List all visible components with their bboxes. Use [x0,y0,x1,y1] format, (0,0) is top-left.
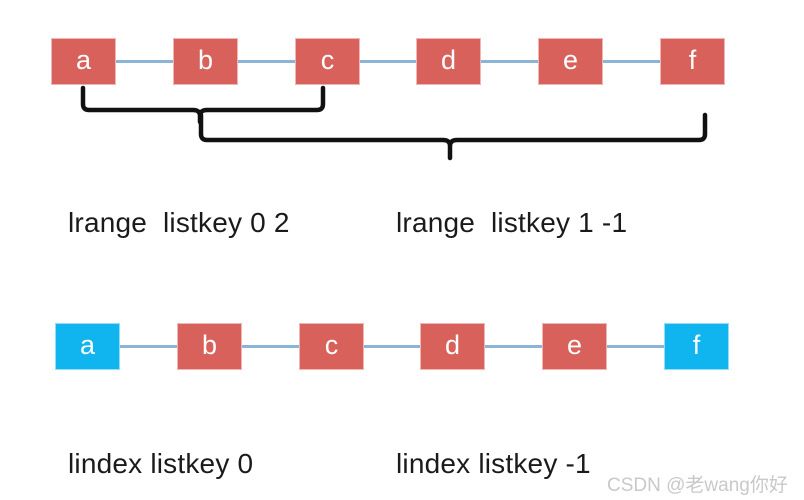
caption-lindex-left: lindex listkey 0 [68,448,254,479]
connector-bottom-4 [484,345,542,348]
node-label: b [197,45,214,75]
node-label: e [566,330,583,360]
caption-lrange-right: lrange listkey 1 -1 [396,207,628,238]
connector-top-4 [481,60,538,63]
csdn-watermark: CSDN @老wang你好 [607,475,788,496]
node-label: a [79,330,96,360]
lrange-1-neg1-brace [198,112,708,161]
list-bottom-node-e[interactable]: e [542,323,607,370]
connector-top-3 [360,60,416,63]
node-label: f [688,45,697,75]
node-label: d [444,330,461,360]
connector-top-1 [116,60,174,63]
list-top-node-b[interactable]: b [173,38,238,85]
node-label: a [75,45,92,75]
node-label: d [440,45,457,75]
list-top-node-e[interactable]: e [538,38,603,85]
node-label: e [562,45,579,75]
list-top-node-d[interactable]: d [416,38,481,85]
node-label: c [320,45,335,75]
lrange-0-2-brace [80,85,326,125]
node-label: f [692,330,701,360]
node-label: c [324,330,339,360]
list-top-node-c[interactable]: c [295,38,360,85]
connector-top-2 [238,60,296,63]
list-bottom-node-c[interactable]: c [299,323,364,370]
connector-top-5 [603,60,661,63]
node-label: b [201,330,218,360]
list-top-node-a[interactable]: a [51,38,116,85]
list-top-node-f[interactable]: f [660,38,725,85]
list-bottom-node-b[interactable]: b [177,323,242,370]
connector-bottom-1 [119,345,178,348]
list-bottom-node-a[interactable]: a [55,323,120,370]
connector-bottom-2 [241,345,300,348]
list-bottom-node-f[interactable]: f [664,323,729,370]
connector-bottom-3 [363,345,421,348]
connector-bottom-5 [606,345,665,348]
caption-lindex-right: lindex listkey -1 [396,448,591,479]
list-bottom-node-d[interactable]: d [420,323,485,370]
caption-lrange-left: lrange listkey 0 2 [68,207,290,238]
